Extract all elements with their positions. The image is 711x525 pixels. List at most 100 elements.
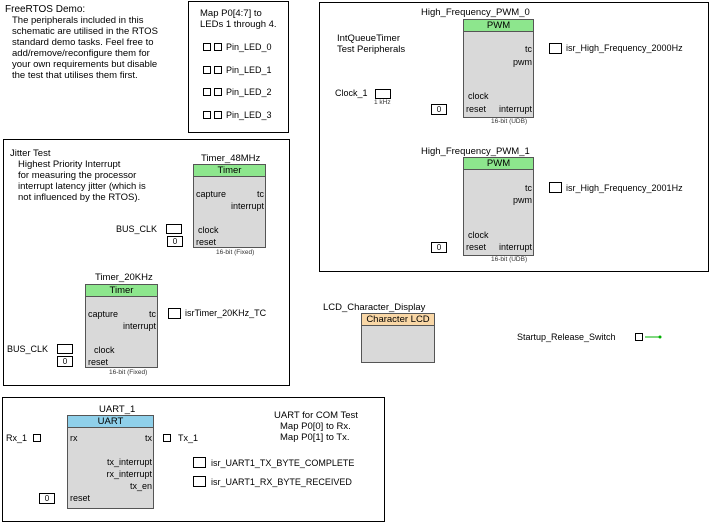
- timer20-isr-icon[interactable]: [168, 308, 181, 319]
- pwm-1-reset-zero[interactable]: 0: [431, 242, 447, 253]
- uart-rx-isr-label[interactable]: isr_UART1_RX_BYTE_RECEIVED: [211, 477, 352, 487]
- uart-rx-pin-label[interactable]: Rx_1: [6, 433, 28, 443]
- pwm-1-isr-icon[interactable]: [549, 182, 562, 193]
- uart-tx-port: tx: [144, 433, 152, 443]
- timer20-type: Timer: [86, 285, 157, 297]
- freertos-desc-0: The peripherals included in this: [12, 15, 144, 26]
- uart-tx-pin-label[interactable]: Tx_1: [178, 433, 199, 443]
- pwm-1-block[interactable]: PWM: [463, 157, 534, 256]
- jitter-desc-2: interrupt latency jitter (which is: [18, 181, 146, 192]
- timer20-clock-icon[interactable]: [57, 344, 73, 354]
- timer48-type: Timer: [194, 165, 265, 177]
- freertos-title: FreeRTOS Demo:: [5, 4, 86, 15]
- led-1-pin-icon: [203, 66, 211, 74]
- uart-type: UART: [68, 416, 153, 428]
- led-1-drive-icon: [214, 66, 222, 74]
- led-0-label[interactable]: Pin_LED_0: [226, 42, 272, 52]
- led-2-pin-icon: [203, 88, 211, 96]
- jitter-title: Jitter Test: [10, 148, 51, 159]
- timer48-reset-port: reset: [196, 237, 217, 247]
- led-3-label[interactable]: Pin_LED_3: [226, 110, 272, 120]
- pwm-0-block[interactable]: PWM: [463, 19, 534, 118]
- uart-rx-isr-icon[interactable]: [193, 476, 206, 487]
- timer48-tc-port: tc: [256, 189, 264, 199]
- pwm-1-name: High_Frequency_PWM_1: [421, 146, 530, 157]
- timer48-bus-clk[interactable]: BUS_CLK: [116, 224, 158, 234]
- pwm-0-name: High_Frequency_PWM_0: [421, 7, 530, 18]
- uart-note-0: UART for COM Test: [274, 410, 358, 421]
- led-0-pin-icon: [203, 43, 211, 51]
- uart-note-2: Map P0[1] to Tx.: [280, 432, 350, 443]
- timer20-block[interactable]: Timer: [85, 284, 158, 368]
- timer48-clock-icon[interactable]: [166, 224, 182, 234]
- jitter-desc-3: not influenced by the RTOS).: [18, 192, 141, 203]
- pwm-1-type: PWM: [464, 158, 533, 170]
- pwm-0-reset-port: reset: [466, 104, 487, 114]
- freertos-desc-2: standard demo tasks. Feel free to: [12, 37, 154, 48]
- timer20-isr-label[interactable]: isrTimer_20KHz_TC: [185, 308, 267, 318]
- clock-1-label[interactable]: Clock_1: [335, 88, 368, 98]
- pwm-0-isr-label[interactable]: isr_High_Frequency_2000Hz: [566, 43, 683, 53]
- led-1-label[interactable]: Pin_LED_1: [226, 65, 272, 75]
- pwm-0-isr-icon[interactable]: [549, 43, 562, 54]
- pwm-1-isr-label[interactable]: isr_High_Frequency_2001Hz: [566, 183, 683, 193]
- pwm-1-clock-port: clock: [468, 230, 489, 240]
- jitter-desc-1: for measuring the processor: [18, 170, 137, 181]
- timer20-clock-port: clock: [94, 345, 115, 355]
- pwm-label-1: Test Peripherals: [337, 44, 406, 55]
- timer48-clock-port: clock: [198, 225, 219, 235]
- pwm-label-0: IntQueueTimer: [337, 33, 401, 44]
- lcd-name: LCD_Character_Display: [323, 302, 426, 313]
- timer48-capture-port: capture: [196, 189, 227, 199]
- uart-reset-zero[interactable]: 0: [39, 493, 55, 504]
- uart-reset-port: reset: [70, 493, 91, 503]
- pwm-1-interrupt-port: interrupt: [498, 242, 532, 252]
- timer20-bus-clk[interactable]: BUS_CLK: [7, 344, 49, 354]
- led-0-drive-icon: [214, 43, 222, 51]
- pwm-0-reset-zero[interactable]: 0: [431, 104, 447, 115]
- timer20-interrupt-port: interrupt: [122, 321, 156, 331]
- uart-frame: [2, 397, 385, 522]
- freertos-desc-4: your own requirements but disable: [12, 59, 158, 70]
- uart-tx-isr-icon[interactable]: [193, 457, 206, 468]
- lcd-block[interactable]: Character LCD: [361, 313, 435, 363]
- led-3-pin-icon: [203, 111, 211, 119]
- freertos-desc-1: schematic are utilised in the RTOS: [12, 26, 158, 37]
- led-3-drive-icon: [214, 111, 222, 119]
- pwm-1-bits: 16-bit (UDB): [491, 256, 528, 263]
- timer20-tc-port: tc: [148, 309, 156, 319]
- timer20-capture-port: capture: [88, 309, 119, 319]
- led-heading-1: LEDs 1 through 4.: [200, 19, 277, 30]
- timer48-block[interactable]: Timer: [193, 164, 266, 248]
- timer20-name: Timer_20KHz: [95, 272, 153, 283]
- pwm-1-tc-port: tc: [524, 183, 532, 193]
- uart-tx-interrupt-port: tx_interrupt: [106, 457, 152, 467]
- uart-rx-port: rx: [70, 433, 78, 443]
- pwm-1-pwm-port: pwm: [512, 195, 532, 205]
- timer20-bits: 16-bit (Fixed): [109, 369, 148, 376]
- lcd-type: Character LCD: [362, 314, 434, 326]
- pwm-0-type: PWM: [464, 20, 533, 32]
- led-2-label[interactable]: Pin_LED_2: [226, 87, 272, 97]
- timer20-reset-zero[interactable]: 0: [57, 356, 73, 367]
- uart-tx-pin-icon[interactable]: [163, 434, 171, 442]
- uart-block[interactable]: UART: [67, 415, 154, 509]
- clock-1-icon[interactable]: [375, 89, 391, 99]
- pwm-0-clock-port: clock: [468, 91, 489, 101]
- pwm-0-interrupt-port: interrupt: [498, 104, 532, 114]
- freertos-desc-5: the test that utilises them first.: [12, 70, 138, 81]
- pwm-0-pwm-port: pwm: [512, 57, 532, 67]
- uart-note-1: Map P0[0] to Rx.: [280, 421, 351, 432]
- timer48-name: Timer_48MHz: [201, 153, 261, 164]
- uart-rx-pin-icon[interactable]: [33, 434, 41, 442]
- timer48-reset-zero[interactable]: 0: [167, 236, 183, 247]
- timer48-bits: 16-bit (Fixed): [216, 249, 255, 256]
- freertos-desc-3: add/remove/reconfigure them for: [12, 48, 150, 59]
- uart-rx-interrupt-port: rx_interrupt: [106, 469, 152, 479]
- uart-tx-isr-label[interactable]: isr_UART1_TX_BYTE_COMPLETE: [211, 458, 355, 468]
- startup-switch-pin-icon[interactable]: [635, 333, 643, 341]
- timer20-reset-port: reset: [88, 357, 109, 367]
- led-2-drive-icon: [214, 88, 222, 96]
- startup-switch-label[interactable]: Startup_Release_Switch: [517, 332, 616, 342]
- jitter-desc-0: Highest Priority Interrupt: [18, 159, 121, 170]
